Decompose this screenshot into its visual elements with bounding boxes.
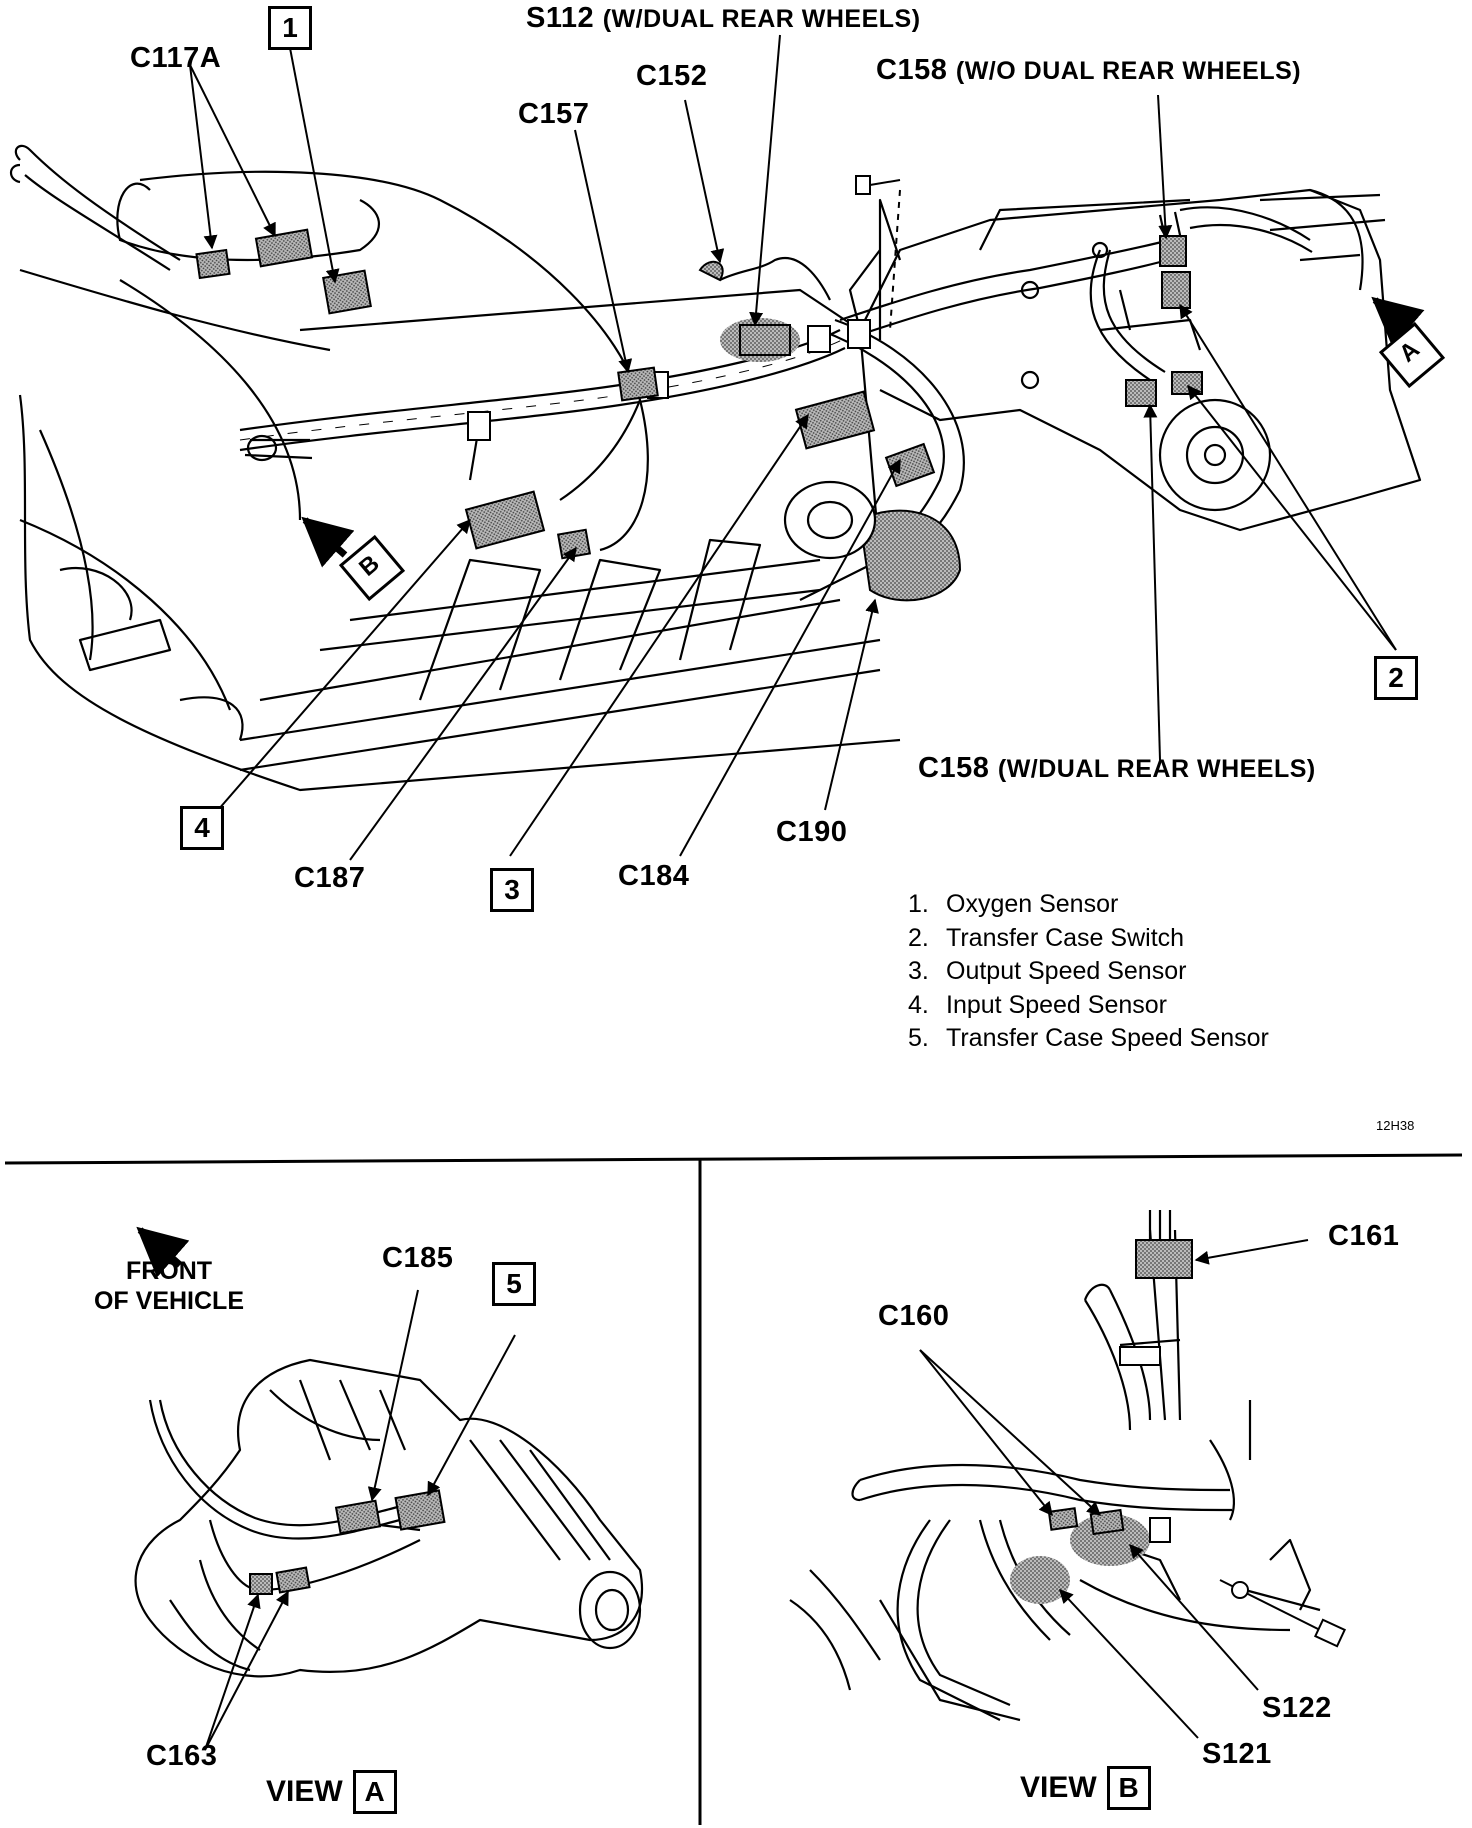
label-c158-bottom: C158 (W/DUAL REAR WHEELS) (918, 754, 1316, 783)
legend-item-label: Transfer Case Speed Sensor (946, 1024, 1269, 1052)
legend-item-label: Oxygen Sensor (946, 890, 1119, 918)
legend-item: 5. Transfer Case Speed Sensor (908, 1022, 1269, 1056)
label-c163: C163 (146, 1740, 218, 1772)
callout-3: 3 (490, 868, 534, 912)
view-a-connectors (249, 1489, 446, 1595)
view-b-caption: VIEW B (1020, 1766, 1151, 1810)
label-c187: C187 (294, 862, 366, 894)
label-c158-top-note: (W/O DUAL REAR WHEELS) (955, 57, 1302, 85)
view-b-harness-assembly (789, 1210, 1321, 1722)
label-s121: S121 (1202, 1738, 1272, 1770)
legend-item: 1. Oxygen Sensor (908, 888, 1269, 922)
legend-item-number: 3. (908, 957, 929, 985)
front-label-line1: FRONT (125, 1257, 213, 1285)
front-label-line2: OF VEHICLE (93, 1287, 244, 1315)
legend-item: 4. Input Speed Sensor (908, 989, 1269, 1023)
legend-item-label: Input Speed Sensor (946, 990, 1167, 1019)
connector-shapes (195, 228, 1203, 602)
legend-item: 3. Output Speed Sensor (908, 955, 1269, 989)
legend-item-label: Output Speed Sensor (946, 957, 1187, 985)
frame-dividers (4, 1153, 1463, 1825)
label-c190: C190 (776, 816, 848, 848)
callout-4: 4 (180, 806, 224, 850)
output-speed-sensor-housing (783, 480, 877, 560)
callout-5: 5 (492, 1262, 536, 1306)
label-c161: C161 (1328, 1220, 1400, 1252)
label-c152: C152 (636, 60, 708, 92)
legend-item-number: 4. (908, 990, 929, 1019)
transfer-case-body (848, 188, 1422, 532)
legend-item-number: 5. (908, 1024, 929, 1052)
legend: 1. Oxygen Sensor 2. Transfer Case Switch 3… (908, 888, 1269, 1056)
view-b-caption-letter: B (1106, 1766, 1151, 1810)
callout-1: 1 (268, 6, 312, 50)
bolt-icon (855, 175, 901, 331)
view-b-leader-lines (919, 1239, 1309, 1739)
label-s122: S122 (1262, 1692, 1332, 1724)
label-c185: C185 (382, 1242, 454, 1274)
view-a-caption: VIEW A (266, 1770, 397, 1814)
view-b-bolt-icon (1219, 1579, 1347, 1648)
view-b-direction-arrow-icon (301, 516, 406, 602)
front-of-vehicle-arrow-icon (136, 1226, 190, 1278)
label-c158-bottom-id: C158 (918, 752, 990, 784)
label-c157: C157 (518, 98, 590, 130)
label-s112-note: (W/DUAL REAR WHEELS) (602, 5, 921, 33)
legend-item-label: Transfer Case Switch (946, 923, 1185, 952)
callout-2: 2 (1374, 656, 1418, 700)
view-a-caption-letter: A (352, 1770, 397, 1814)
leader-lines (189, 34, 1397, 861)
front-of-vehicle-label: FRONT OF VEHICLE (84, 1256, 254, 1316)
label-c158-bottom-note: (W/DUAL REAR WHEELS) (997, 755, 1316, 783)
label-s112: S112 (W/DUAL REAR WHEELS) (526, 4, 921, 33)
legend-item: 2. Transfer Case Switch (908, 922, 1269, 956)
label-s112-id: S112 (526, 2, 595, 34)
view-a-direction-arrow-icon (1371, 296, 1446, 389)
wiring-harness (9, 144, 1313, 562)
view-b-connectors (1010, 1239, 1193, 1604)
legend-item-number: 2. (908, 923, 929, 952)
view-a-leader-lines (204, 1289, 516, 1751)
figure-id: 12H38 (1376, 1118, 1415, 1133)
label-c158-top: C158 (W/O DUAL REAR WHEELS) (876, 56, 1301, 85)
label-c160: C160 (878, 1300, 950, 1332)
label-c184: C184 (618, 860, 690, 892)
label-c158-top-id: C158 (876, 54, 948, 86)
legend-item-number: 1. (908, 890, 929, 918)
view-a-transfer-case (134, 1358, 643, 1678)
harness-clips (467, 319, 871, 441)
label-c117a: C117A (130, 42, 222, 74)
view-b-caption-word: VIEW (1020, 1771, 1097, 1804)
view-a-caption-word: VIEW (266, 1775, 343, 1808)
